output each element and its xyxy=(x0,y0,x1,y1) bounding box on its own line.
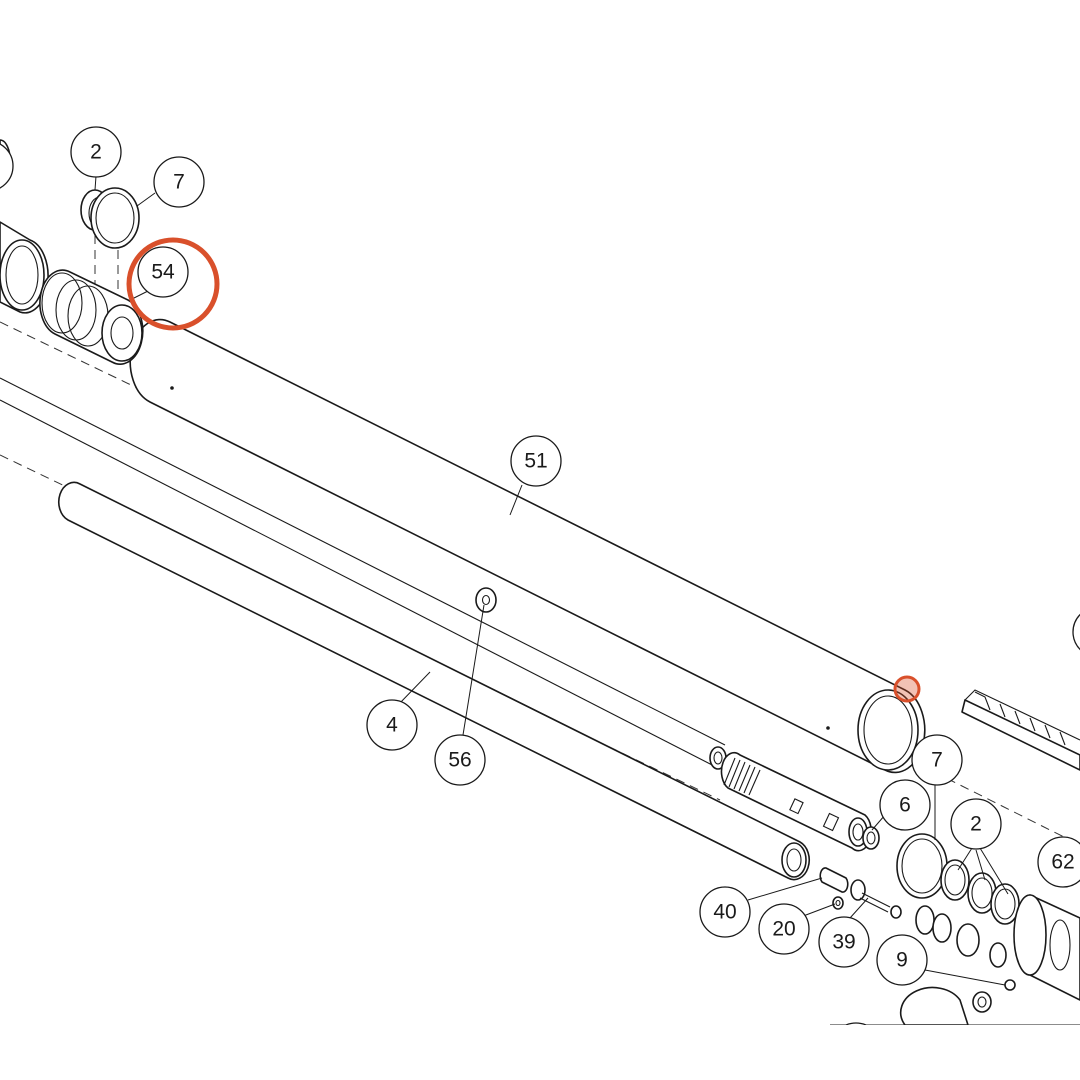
callout-label: 39 xyxy=(832,931,855,954)
callout-label: 2 xyxy=(970,813,982,836)
highlight-dot-cylinder-end xyxy=(893,675,921,703)
callouts: 2 7 54 51 4 56 7 6 xyxy=(0,126,1080,1080)
part-7-oring-top xyxy=(90,187,140,249)
callout-7-top: 7 xyxy=(153,156,205,208)
callout-56: 56 xyxy=(434,734,486,786)
callout-54: 54 xyxy=(137,246,189,298)
callout-label: 6 xyxy=(899,794,911,817)
callout-label: 56 xyxy=(448,749,471,772)
bottom-cap-partial xyxy=(830,986,1080,1026)
callout-partial-left xyxy=(0,143,14,189)
callout-partial-right xyxy=(1072,613,1080,651)
part-51-cylinder xyxy=(129,318,926,774)
callout-label: 7 xyxy=(931,749,943,772)
callout-39: 39 xyxy=(818,916,870,968)
callout-2-top: 2 xyxy=(70,126,122,178)
barrel-rods xyxy=(0,377,727,770)
callout-62: 62 xyxy=(1037,836,1080,888)
part-9-stem-assembly xyxy=(915,905,1016,991)
picatinny-rail xyxy=(961,689,1080,771)
callout-20: 20 xyxy=(758,903,810,955)
callout-51: 51 xyxy=(510,435,562,487)
part-54-end-cap xyxy=(39,269,144,365)
callout-7-lower: 7 xyxy=(911,734,963,786)
part-62-valve-body xyxy=(1013,894,1080,1001)
highlight-ring-54 xyxy=(126,237,220,331)
callout-9: 9 xyxy=(876,934,928,986)
part-4-tube xyxy=(57,481,811,881)
callout-label: 4 xyxy=(386,714,398,737)
part-40-valve xyxy=(819,867,866,901)
callout-40: 40 xyxy=(699,886,751,938)
callout-2-lower: 2 xyxy=(950,798,1002,850)
callout-label: 9 xyxy=(896,949,908,972)
callout-label: 54 xyxy=(151,261,175,284)
callout-label: 62 xyxy=(1051,851,1074,874)
callout-label: 7 xyxy=(173,171,185,194)
callout-6: 6 xyxy=(879,779,931,831)
callout-label: 20 xyxy=(772,918,795,941)
part-20-washer xyxy=(832,896,844,910)
part-2-seals-lower xyxy=(940,859,1020,925)
callout-leader-lines xyxy=(94,175,1009,986)
left-cylinder-end xyxy=(0,139,49,314)
part-6-ring xyxy=(862,826,880,850)
callout-label: 40 xyxy=(713,901,736,924)
part-7-oring-lower xyxy=(896,833,948,899)
part-39-pin xyxy=(859,892,902,919)
callout-label: 2 xyxy=(90,141,102,164)
callout-label: 51 xyxy=(524,450,547,473)
callout-4: 4 xyxy=(366,699,418,751)
highlight-markers xyxy=(126,237,921,703)
part-56-washer xyxy=(475,587,497,613)
